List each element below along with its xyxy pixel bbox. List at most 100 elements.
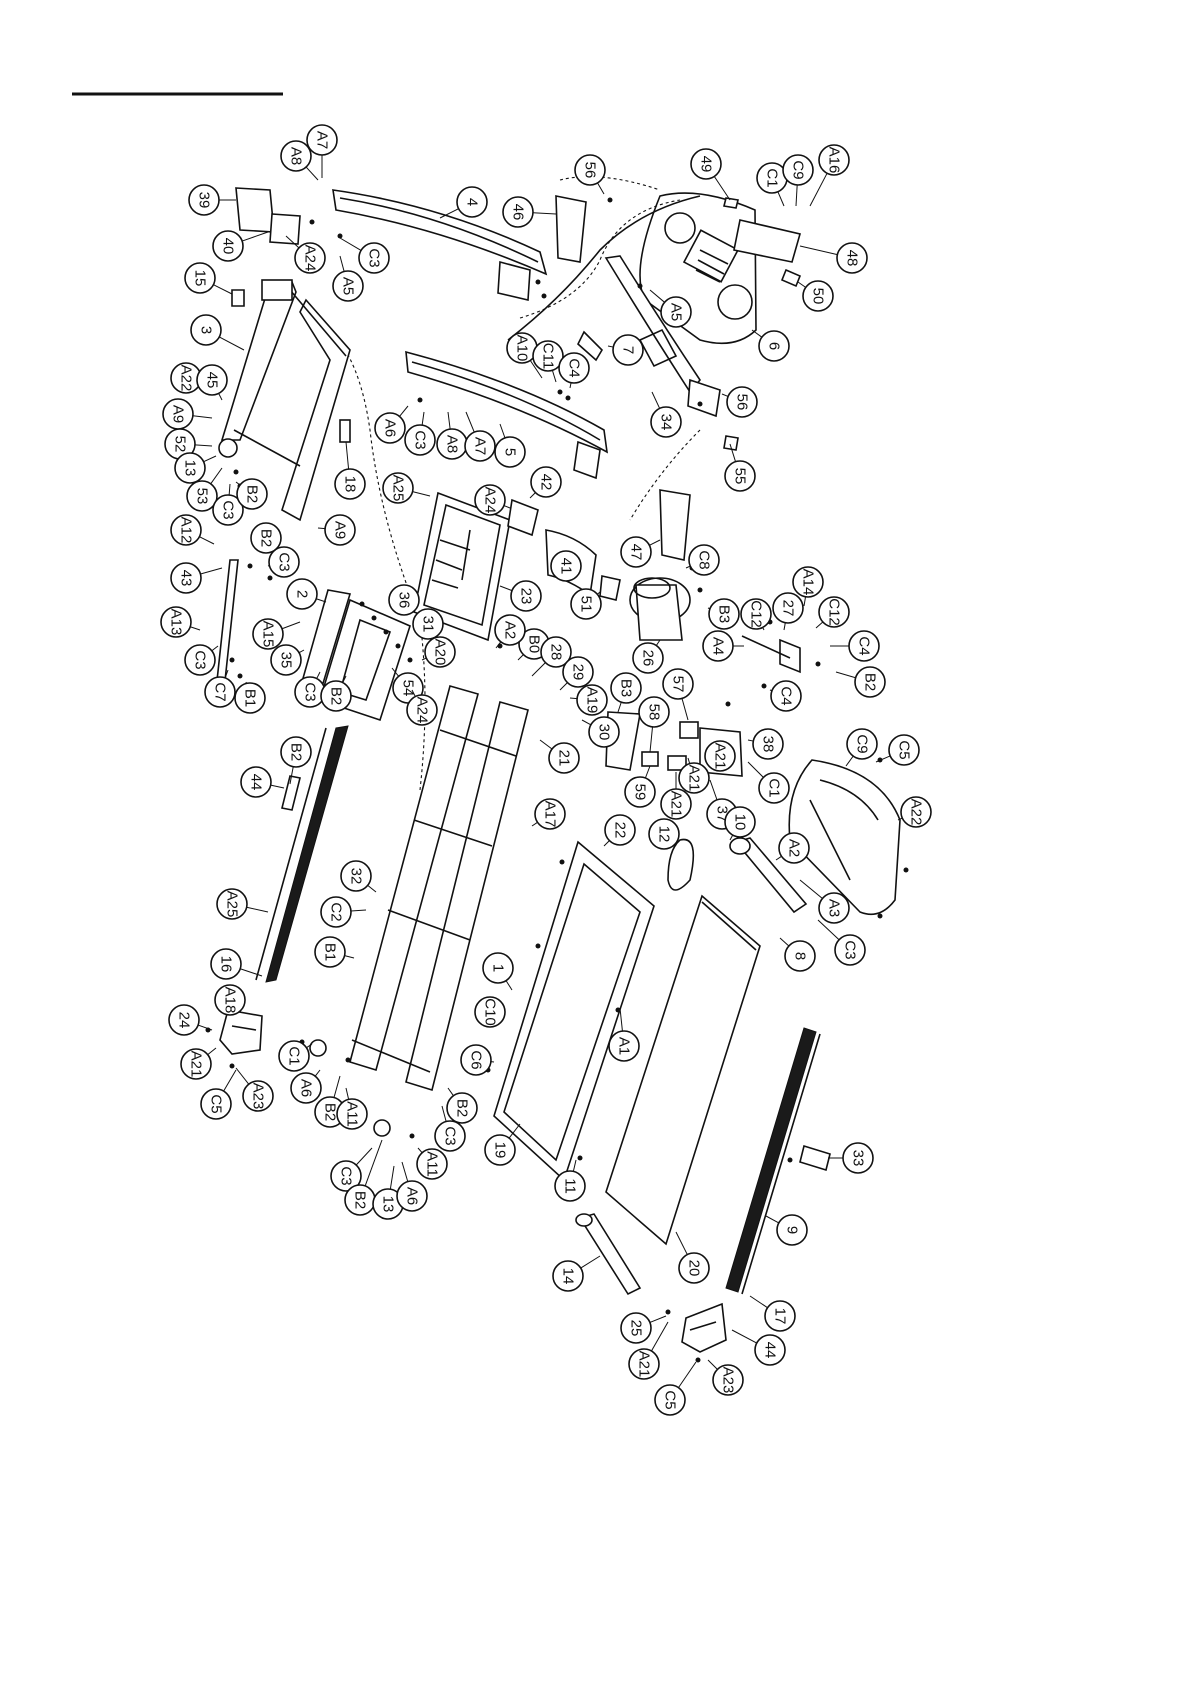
callout-leader <box>364 1139 383 1187</box>
callout-a25: A25 <box>382 472 414 504</box>
callout-a19: A19 <box>576 684 608 716</box>
part-wheel-upper <box>218 438 238 458</box>
callout-55: 55 <box>724 460 756 492</box>
callout-2: 2 <box>286 578 318 610</box>
part-37 <box>667 755 687 771</box>
callout-label: 6 <box>766 342 783 350</box>
callout-12: 12 <box>648 818 680 850</box>
callout-a23: A23 <box>242 1080 274 1112</box>
callout-label: C3 <box>338 1166 355 1185</box>
callout-leader <box>192 415 213 419</box>
callout-leader <box>815 621 824 629</box>
callout-label: B2 <box>322 1103 339 1121</box>
callout-leader <box>224 669 229 679</box>
callout-23: 23 <box>510 580 542 612</box>
callout-label: A24 <box>414 697 431 724</box>
callout-label: 34 <box>658 414 675 431</box>
callout-leader <box>649 1315 667 1323</box>
callout-label: A25 <box>390 475 407 502</box>
callout-leader <box>345 1087 350 1100</box>
callout-label: 44 <box>762 1342 779 1359</box>
callout-b2: B2 <box>446 1092 478 1124</box>
callout-leader <box>241 231 269 242</box>
part-15 <box>231 289 245 307</box>
callout-label: 13 <box>182 460 199 477</box>
callout-leader <box>749 1295 768 1309</box>
callout-b1: B1 <box>234 682 266 714</box>
callout-label: A7 <box>314 131 331 149</box>
callout-label: 50 <box>810 288 827 305</box>
callout-label: B2 <box>328 687 345 705</box>
callout-33: 33 <box>842 1142 874 1174</box>
callout-label: C3 <box>220 500 237 519</box>
callout-leader <box>246 906 269 913</box>
callout-34: 34 <box>650 406 682 438</box>
callout-leader <box>391 667 400 677</box>
callout-leader <box>651 391 661 409</box>
callout-label: A22 <box>178 365 195 392</box>
callout-53: 53 <box>186 480 218 512</box>
part-running-deck <box>605 894 761 1246</box>
callout-label: C9 <box>854 734 871 753</box>
callout-a18: A18 <box>214 984 246 1016</box>
callout-leader <box>799 245 838 256</box>
part-side-rail-left <box>255 725 349 983</box>
callout-leader <box>317 527 326 530</box>
callout-leader <box>529 360 543 379</box>
callout-leader <box>339 237 362 251</box>
callout-10: 10 <box>724 806 756 838</box>
callout-label: 51 <box>578 596 595 613</box>
callout-leader <box>350 909 367 912</box>
callout-leader <box>355 1147 373 1166</box>
callout-6: 6 <box>758 330 790 362</box>
callout-a23: A23 <box>712 1364 744 1396</box>
callout-a24: A24 <box>294 242 326 274</box>
part-handrail-left <box>332 189 548 301</box>
callout-leader <box>707 1359 718 1370</box>
callout-c9: C9 <box>846 728 878 760</box>
callout-label: 26 <box>640 650 657 667</box>
callout-label: B2 <box>244 485 261 503</box>
callout-label: B1 <box>242 689 259 707</box>
callout-label: B2 <box>258 529 275 547</box>
callout-label: C12 <box>826 598 843 626</box>
callout-leader <box>333 1075 341 1098</box>
part-55 <box>723 435 739 451</box>
callout-leader <box>713 176 731 201</box>
callout-8: 8 <box>784 940 816 972</box>
callout-label: C3 <box>412 430 429 449</box>
callout-leader <box>551 370 557 383</box>
callout-label: C1 <box>766 778 783 797</box>
callout-label: A3 <box>826 899 843 917</box>
callout-label: A5 <box>340 277 357 295</box>
callout-a8: A8 <box>436 428 468 460</box>
callout-43: 43 <box>170 562 202 594</box>
callout-42: 42 <box>530 466 562 498</box>
callout-a22: A22 <box>900 796 932 828</box>
callout-a5: A5 <box>660 296 692 328</box>
callout-leader <box>499 585 513 592</box>
callout-label: 41 <box>558 558 575 575</box>
callout-label: B1 <box>322 943 339 961</box>
callout-leader <box>687 757 691 764</box>
callout-leader <box>345 441 350 470</box>
callout-a7: A7 <box>306 124 338 156</box>
callout-leader <box>531 662 546 677</box>
callout-label: C1 <box>764 168 781 187</box>
callout-54: 54 <box>392 672 424 704</box>
callout-leader <box>649 539 661 546</box>
callout-label: C8 <box>696 550 713 569</box>
callout-leader <box>597 182 605 195</box>
callout-leader <box>644 765 651 779</box>
callout-label: A9 <box>332 521 349 539</box>
callout-c9: C9 <box>782 154 814 186</box>
callout-leader <box>401 1161 409 1182</box>
callout-c2: C2 <box>320 896 352 928</box>
callout-leader <box>747 739 754 742</box>
callout-57: 57 <box>662 668 694 700</box>
callout-label: 39 <box>196 192 213 209</box>
callout-51: 51 <box>570 588 602 620</box>
callout-label: C3 <box>442 1126 459 1145</box>
callout-label: 21 <box>556 750 573 767</box>
callout-label: 29 <box>570 664 587 681</box>
